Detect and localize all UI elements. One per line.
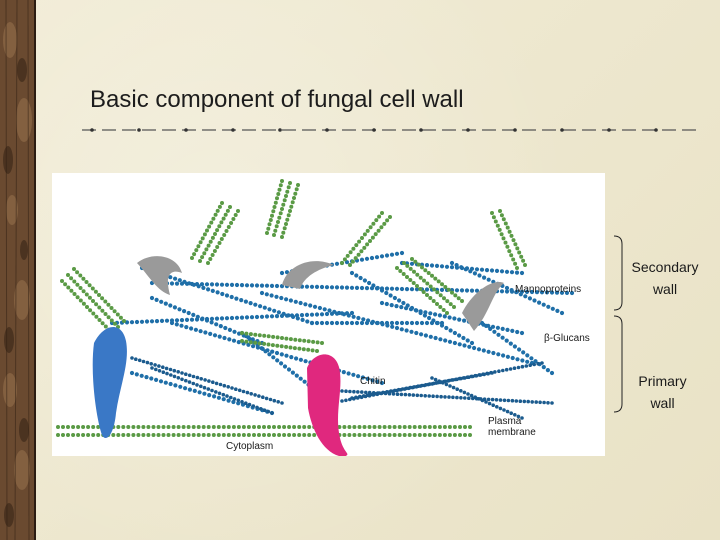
mannan-chain-1 (198, 205, 232, 263)
protein-pink (307, 354, 348, 456)
mannan-chain-15 (72, 267, 126, 323)
mannoproteins-label: Mannoproteins (515, 284, 582, 295)
mannan-chain-11 (490, 211, 519, 270)
protein-blue (92, 326, 127, 439)
mannan-chain-4 (272, 181, 292, 237)
mannan-chain-13 (60, 279, 114, 335)
glucan-chain-10 (479, 320, 555, 376)
cytoplasm-label: Cytoplasm (226, 441, 274, 452)
membrane-lower (56, 433, 472, 437)
chitin-chain-3 (150, 366, 274, 415)
glucan-chain-0 (149, 280, 575, 296)
secondary-bracket (613, 235, 623, 311)
mannan-chain-12 (498, 209, 527, 267)
mannan-chain-17 (240, 339, 319, 353)
mannan-chain-14 (66, 273, 120, 329)
glucan-chain-4 (169, 320, 385, 386)
chitin-chain-4 (130, 356, 284, 405)
chitin-label: Chitin (360, 376, 386, 387)
slide-title: Basic component of fungal cell wall (90, 86, 464, 113)
plasma-membrane (56, 425, 472, 437)
mannan-chain-5 (280, 183, 300, 239)
mannan-chain-6 (340, 211, 384, 265)
mannan-chains (60, 179, 527, 353)
wood-border (0, 0, 36, 540)
membrane-upper (56, 425, 472, 429)
mannan-chain-3 (265, 179, 284, 235)
primary-wall-label: Primary wall (638, 373, 687, 411)
mannan-chain-10 (410, 257, 464, 303)
mannan-chain-8 (395, 266, 449, 315)
wood-texture (0, 0, 34, 540)
chitin-chains (130, 356, 554, 420)
chitin-chain-5 (350, 371, 494, 400)
plasma-membrane-label: Plasma membrane (488, 416, 536, 438)
dotted-divider (82, 128, 702, 132)
mannan-chain-2 (206, 209, 240, 265)
cell-wall-diagram (56, 179, 575, 456)
mannan-chain-9 (402, 261, 456, 309)
mannoprotein-gray-1 (137, 256, 182, 295)
mannoprotein-gray-3 (462, 282, 504, 331)
mannan-chain-16 (240, 331, 324, 345)
glucan-chain-14 (309, 320, 445, 326)
glucan-chain-2 (259, 290, 535, 366)
mannan-chain-0 (190, 201, 224, 260)
chitin-chain-1 (340, 389, 554, 405)
primary-bracket (613, 315, 623, 413)
mannan-chain-7 (348, 215, 392, 267)
glucans-label: β-Glucans (544, 333, 590, 344)
cell-wall-figure: Mannoproteins β-Glucans Chitin Plasma me… (52, 173, 605, 456)
wall-brackets (613, 235, 623, 413)
secondary-wall-label: Secondary wall (631, 259, 699, 297)
mannoprotein-gray-2 (282, 261, 334, 289)
proteins (92, 256, 504, 456)
